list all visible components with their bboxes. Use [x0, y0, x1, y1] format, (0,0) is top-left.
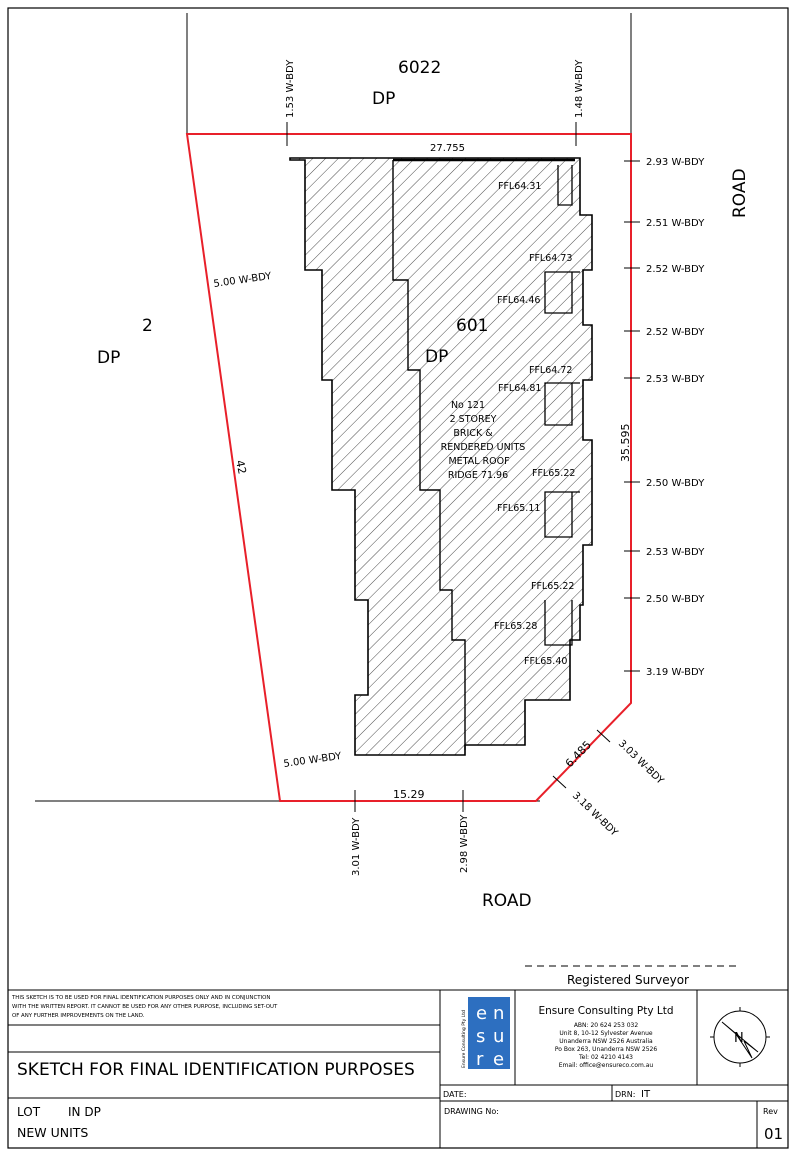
- floor-level: FFL64.81: [498, 383, 541, 394]
- logo-letter: s: [476, 1026, 485, 1047]
- offset-ticks: [286, 122, 640, 812]
- dim-chamfer: 6.485: [563, 738, 594, 770]
- dim-bottom: 15.29: [393, 788, 425, 801]
- building-note: BRICK &: [453, 428, 493, 439]
- company-details: ABN: 20 624 253 032 Unit 8, 10-12 Sylves…: [555, 1022, 657, 1069]
- offset-right-7: 2.53 W-BDY: [646, 547, 705, 558]
- disclaimer-line: OF ANY FURTHER IMPROVEMENTS ON THE LAND.: [12, 1013, 145, 1019]
- road-label-right: ROAD: [730, 168, 750, 218]
- floor-level: FFL64.72: [529, 365, 572, 376]
- building-unit-walls: [544, 271, 580, 314]
- building-note: No 121: [451, 400, 485, 411]
- building-notes: No 121 2 STOREY BRICK & RENDERED UNITS M…: [441, 400, 526, 481]
- floor-level: FFL65.22: [532, 468, 575, 479]
- building-unit-walls: [544, 600, 573, 646]
- dim-left: 42: [233, 459, 249, 475]
- building-internal-wall: [392, 160, 466, 750]
- dim-right: 35.595: [619, 424, 632, 463]
- lot-2-number: 2: [142, 316, 153, 336]
- offset-right-3: 2.52 W-BDY: [646, 264, 705, 275]
- lot-601-number: 601: [456, 316, 488, 336]
- offset-right-6: 2.50 W-BDY: [646, 478, 705, 489]
- offset-right-5: 2.53 W-BDY: [646, 374, 705, 385]
- logo-letter: n: [493, 1003, 504, 1024]
- disclaimer-line: WITH THE WRITTEN REPORT. IT CANNOT BE US…: [12, 1004, 278, 1010]
- in-dp-label: IN DP: [68, 1105, 101, 1119]
- building-note: RIDGE 71.96: [448, 470, 508, 481]
- drn-label: DRN:: [615, 1090, 635, 1099]
- logo-letter: e: [493, 1049, 504, 1070]
- company-logo: e n s u r e Ensure Consulting Pty Ltd: [461, 997, 510, 1070]
- north-arrow-icon: [710, 1007, 770, 1067]
- date-label: DATE:: [443, 1090, 467, 1099]
- floor-level: FFL64.46: [497, 295, 540, 306]
- offset-top-left: 1.53 W-BDY: [285, 59, 296, 118]
- offset-bottom-1: 3.01 W-BDY: [351, 817, 362, 876]
- lot-2-dp: DP: [97, 348, 120, 368]
- offset-left-lower: 5.00 W-BDY: [283, 751, 343, 770]
- title-block-grid: [8, 989, 788, 1148]
- dim-top: 27.755: [430, 143, 465, 154]
- floor-level: FFL64.73: [529, 253, 572, 264]
- building-note: METAL ROOF: [448, 456, 509, 467]
- company-line: Unit 8, 10-12 Sylvester Avenue: [559, 1030, 653, 1037]
- building-footprint: [289, 157, 593, 756]
- floor-level-labels: FFL64.31 FFL64.73 FFL64.46 FFL64.72 FFL6…: [494, 181, 575, 667]
- north-letter: N: [734, 1031, 744, 1046]
- lot-label: LOT: [17, 1105, 41, 1119]
- disclaimer: THIS SKETCH IS TO BE USED FOR FINAL IDEN…: [11, 995, 278, 1019]
- company-line: Tel: 02 4210 4143: [578, 1054, 633, 1061]
- floor-level: FFL65.40: [524, 656, 567, 667]
- company-line: Po Box 263, Unanderra NSW 2526: [555, 1046, 657, 1053]
- sketch-title: SKETCH FOR FINAL IDENTIFICATION PURPOSES: [17, 1060, 415, 1080]
- offset-bottom-2: 2.98 W-BDY: [459, 814, 470, 873]
- building-unit-walls: [544, 382, 580, 426]
- rev-value: 01: [764, 1125, 783, 1143]
- lot-boundary: [185, 133, 632, 802]
- offset-chamfer-1: 3.03 W-BDY: [616, 738, 666, 787]
- company-name: Ensure Consulting Pty Ltd: [538, 1005, 673, 1017]
- logo-vertical-text: Ensure Consulting Pty Ltd: [461, 1010, 467, 1068]
- floor-level: FFL65.22: [531, 581, 574, 592]
- floor-level: FFL64.31: [498, 181, 541, 192]
- new-units-label: NEW UNITS: [17, 1125, 88, 1140]
- lot-6022-dp: DP: [372, 89, 395, 109]
- building-unit-walls: [557, 165, 573, 206]
- drawing-no-label: DRAWING No:: [444, 1107, 499, 1116]
- offset-top-right: 1.48 W-BDY: [574, 59, 585, 118]
- logo-letter: r: [476, 1049, 484, 1070]
- logo-letter: u: [493, 1026, 504, 1047]
- rev-label: Rev: [763, 1107, 778, 1116]
- disclaimer-line: THIS SKETCH IS TO BE USED FOR FINAL IDEN…: [11, 995, 270, 1001]
- building-unit-walls: [544, 491, 580, 538]
- offset-right-2: 2.51 W-BDY: [646, 218, 705, 229]
- company-line: Unanderra NSW 2526 Australia: [559, 1038, 653, 1045]
- offset-left-upper: 5.00 W-BDY: [213, 271, 273, 290]
- lot-6022-number: 6022: [398, 58, 441, 78]
- floor-level: FFL65.11: [497, 503, 540, 514]
- drn-value: IT: [641, 1089, 651, 1100]
- logo-letter: e: [476, 1003, 487, 1024]
- sheet-border: [7, 7, 789, 1149]
- road-label-bottom: ROAD: [482, 891, 532, 911]
- surveyor-label: Registered Surveyor: [567, 973, 689, 987]
- offset-chamfer-2: 3.18 W-BDY: [570, 790, 620, 839]
- building-note: RENDERED UNITS: [441, 442, 526, 453]
- company-line: ABN: 20 624 253 032: [574, 1022, 639, 1029]
- offset-right-4: 2.52 W-BDY: [646, 327, 705, 338]
- building-note: 2 STOREY: [450, 414, 497, 425]
- company-line: Email: office@ensureco.com.au: [559, 1062, 654, 1069]
- offset-right-9: 3.19 W-BDY: [646, 667, 705, 678]
- offset-right-1: 2.93 W-BDY: [646, 157, 705, 168]
- lot-601-dp: DP: [425, 347, 448, 367]
- offset-right-8: 2.50 W-BDY: [646, 594, 705, 605]
- floor-level: FFL65.28: [494, 621, 537, 632]
